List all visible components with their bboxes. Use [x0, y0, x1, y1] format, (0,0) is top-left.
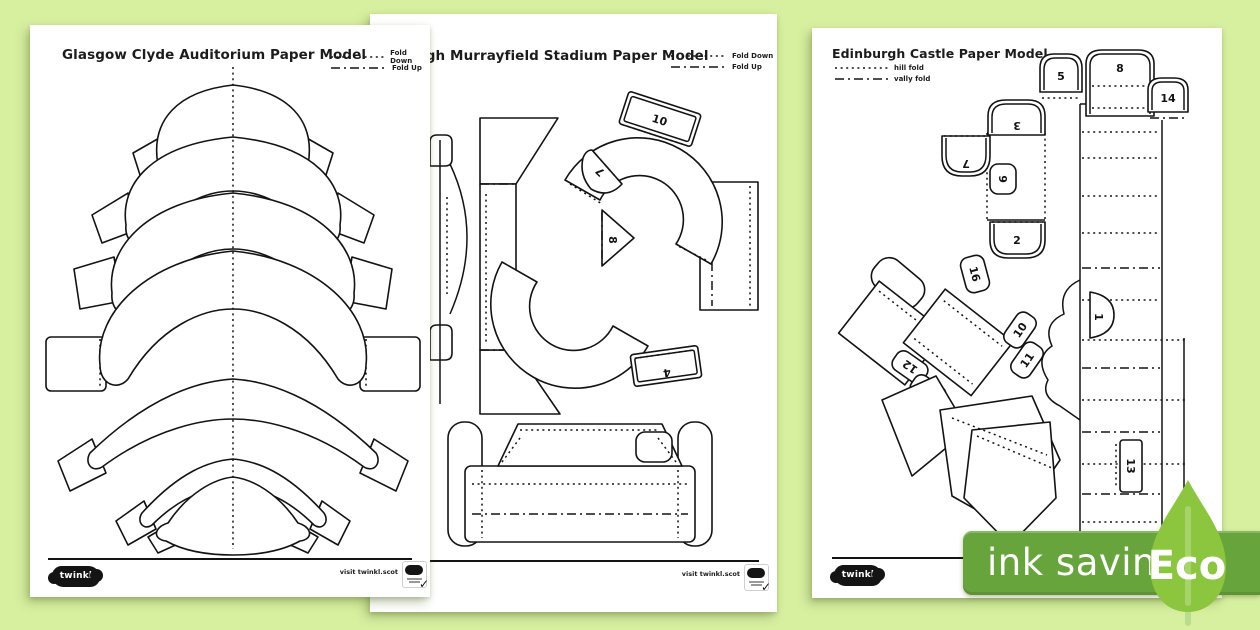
ink-saving-label: ink saving [987, 541, 1180, 584]
footer-rule [388, 560, 759, 562]
tab-number: 14 [1160, 92, 1176, 105]
page-title: Edinburgh Murrayfield Stadium Paper Mode… [366, 48, 709, 64]
angled-panel-c [902, 288, 1014, 397]
dotted-line-sample [331, 55, 387, 58]
glue-tab-10: 10 [618, 91, 702, 147]
dashdot-line-sample [671, 65, 727, 68]
murrayfield-stadium-net-drawing: 10 7 8 4 [429, 91, 759, 547]
tab-number: 5 [1057, 70, 1065, 83]
glue-tab-8: 8 [601, 209, 635, 267]
base-panels [881, 375, 1061, 546]
footer-visit-link: visit twinkl.scot [681, 570, 740, 578]
grandstand-base-piece [447, 421, 713, 547]
tab-number: 4 [662, 365, 672, 379]
fold-legend: Fold Down Fold Up [670, 50, 773, 72]
page-edinburgh-castle: Edinburgh Castle Paper Model hill fold v… [812, 28, 1222, 598]
castle-net-drawing: 5 8 14 [837, 49, 1189, 546]
dashdot-line-sample [835, 77, 889, 80]
glue-tab-13: 13 [1115, 439, 1143, 493]
tab-number: 8 [1116, 62, 1124, 75]
footer-visit-link: visit twinkl.scot [339, 568, 398, 576]
dashdot-line-sample [331, 66, 387, 69]
fold-legend: Fold Down Fold Up [330, 48, 430, 73]
tab-number: 6 [997, 175, 1010, 183]
glue-tab-4: 4 [629, 345, 703, 387]
legend-label: Fold Up [392, 63, 422, 72]
glue-tab-7: 7 [581, 149, 623, 194]
eco-leaf-icon: Eco [1148, 480, 1227, 626]
left-strip-piece [429, 134, 468, 404]
glue-tab-7: 7 [941, 135, 991, 177]
tab-number: 2 [1013, 234, 1021, 247]
glue-tab-16: 16 [959, 254, 991, 294]
tab-number: 7 [962, 157, 970, 170]
glue-tab-6: 6 [989, 163, 1017, 195]
page-clyde-auditorium: Glasgow Clyde Auditorium Paper Model Fol… [30, 25, 430, 597]
armadillo-band-3 [73, 192, 393, 316]
page-murrayfield-stadium: Edinburgh Murrayfield Stadium Paper Mode… [366, 14, 777, 612]
page-title: Glasgow Clyde Auditorium Paper Model [62, 47, 367, 63]
glue-tab-10: 10 [1003, 311, 1037, 349]
legend-label: Fold Up [732, 62, 762, 71]
armadillo-band-5 [57, 378, 409, 492]
armadillo-band-6 [115, 458, 351, 546]
twinkl-quality-badge-icon: ✓ [744, 564, 771, 594]
twinkl-quality-badge-icon: ✓ [402, 561, 429, 591]
tab-number: 8 [606, 236, 619, 244]
glue-tab-1: 1 [1089, 291, 1115, 339]
dotted-line-sample [835, 66, 889, 69]
leaf-midrib [1185, 506, 1191, 606]
glue-tab-14: 14 [1147, 77, 1189, 119]
legend-label: vally fold [894, 74, 931, 83]
glue-tab-8: 8 [1085, 49, 1155, 117]
legend-label: Fold Down [390, 48, 413, 65]
armadillo-band-1 [132, 84, 334, 179]
twinkl-logo: twinkl [48, 566, 103, 587]
check-icon: ✓ [418, 577, 429, 591]
glue-tab-5: 5 [1039, 53, 1083, 99]
auditorium-net-drawing [45, 67, 421, 556]
check-icon: ✓ [760, 580, 771, 594]
tab-number: 16 [966, 265, 983, 283]
legend-label: hill fold [894, 63, 924, 72]
fold-legend: hill fold vally fold [834, 62, 930, 84]
armadillo-band-4 [45, 250, 421, 392]
glue-tab-2: 2 [989, 221, 1046, 259]
glue-tab-11b: 11 [1010, 341, 1044, 379]
glue-tab-3: 3 [987, 99, 1046, 136]
tab-number: 13 [1124, 458, 1137, 473]
eco-label: Eco [1148, 543, 1227, 589]
legend-label: Fold Down [732, 51, 774, 60]
tab-number: 1 [1092, 313, 1105, 321]
page-title: Edinburgh Castle Paper Model [832, 46, 1048, 61]
twinkl-logo: twinkl [830, 565, 885, 586]
tab-number: 3 [1013, 119, 1021, 132]
dotted-line-sample [671, 54, 727, 57]
footer-rule [48, 558, 412, 560]
tab-number: 10 [650, 112, 669, 129]
